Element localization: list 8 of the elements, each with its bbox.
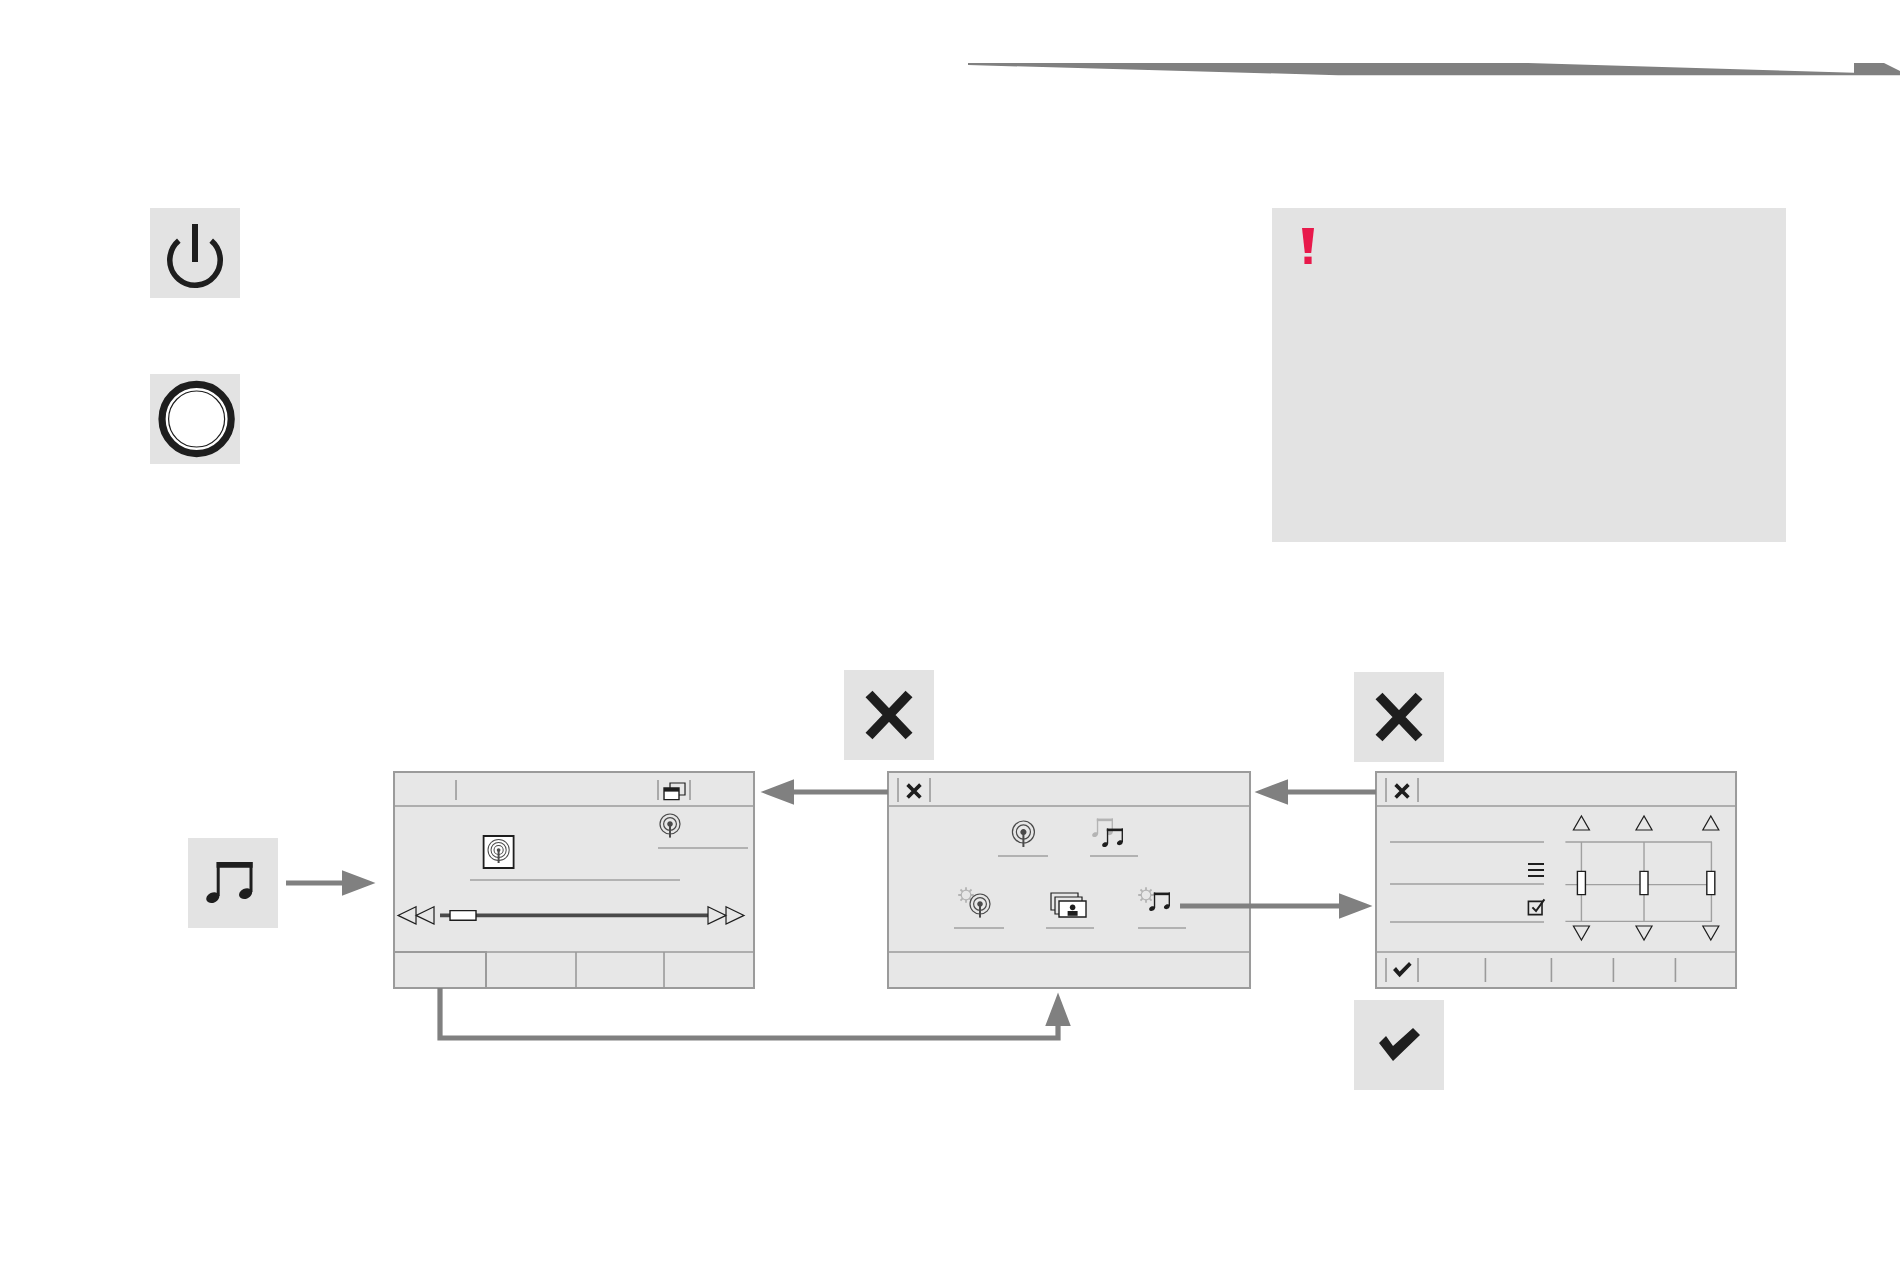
- menu-tab: [393, 951, 487, 989]
- music-button: [188, 838, 278, 928]
- equalizer-screen: [1375, 771, 1737, 989]
- confirm-button: [1354, 1000, 1444, 1090]
- radio-screen: [393, 771, 755, 989]
- note-panel: [1272, 208, 1786, 542]
- music-settings-icon: [1137, 886, 1170, 911]
- menu-screen: [887, 771, 1251, 989]
